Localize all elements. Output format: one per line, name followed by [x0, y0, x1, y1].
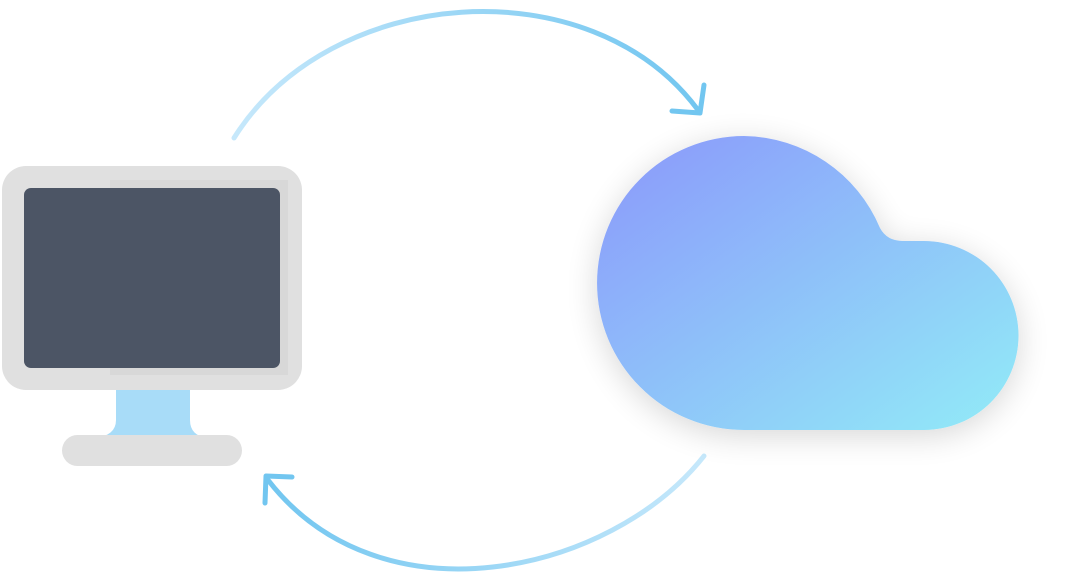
monitor-icon [2, 166, 302, 466]
upload-arrow-icon [231, 9, 707, 141]
download-arrowhead [262, 473, 295, 506]
cloud-shape [597, 136, 1019, 430]
upload-arrow-shaft [231, 9, 701, 141]
upload-arrowhead [669, 82, 707, 116]
download-arrow-shaft [265, 453, 707, 572]
monitor-base [62, 435, 242, 466]
download-arrow-icon [262, 453, 707, 572]
monitor-screen [24, 188, 280, 368]
cloud-icon [597, 136, 1019, 430]
monitor-neck [94, 388, 208, 438]
